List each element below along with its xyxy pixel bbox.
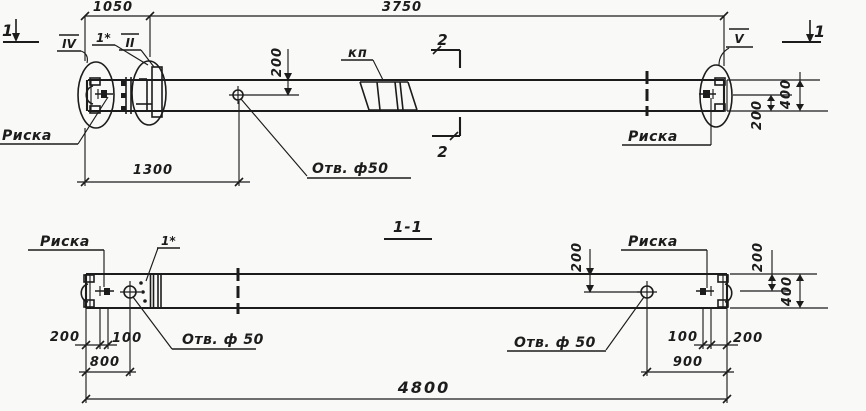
hole-top-view: Отв. ф50 <box>229 86 411 179</box>
detail-mark-v-label: V <box>734 32 745 46</box>
rebar-mark-1star-top: 1* <box>92 31 149 66</box>
column-body-section-view <box>84 268 729 314</box>
dim-1300: 1300 <box>77 101 250 187</box>
dims-right-vertical-section: 200 400 <box>730 242 828 309</box>
riska-label-section-right: Риска <box>621 234 708 288</box>
detail-oval-left-2 <box>131 60 167 126</box>
detail-mark-iv: IV <box>57 34 88 64</box>
riska-top-right-text: Риска <box>628 129 678 145</box>
riska-section-right-text: Риска <box>628 234 678 250</box>
riska-label-section-left: Риска <box>28 234 105 287</box>
detail-mark-ii: II <box>119 33 155 68</box>
section-cut-2-bottom: 2 <box>432 117 462 161</box>
rebar-mark-1star-section-label: 1* <box>161 234 176 248</box>
section-title: 1-1 <box>384 218 432 241</box>
dim-400-right-text: 400 <box>779 79 794 110</box>
dim-1050: 1050 <box>93 0 133 15</box>
dim-3750: 3750 <box>382 0 422 15</box>
detail-oval-right <box>699 64 733 128</box>
riska-section-left-text: Риска <box>40 234 90 250</box>
dim-900-text: 900 <box>673 355 703 370</box>
section-2-label-top: 2 <box>437 31 448 49</box>
hole-label-top: Отв. ф50 <box>312 161 388 177</box>
dim-4800: 4800 <box>81 378 732 404</box>
dim-400-right-text-section: 400 <box>780 276 795 307</box>
dim-200-hole-offset: 200 <box>270 47 292 96</box>
dims-left-section: 200 100 800 <box>50 304 142 403</box>
riska-label-top-left: Риска <box>0 96 109 145</box>
top-view: 1 1 1050 3750 <box>0 0 828 187</box>
left-end-hardware <box>85 66 163 118</box>
dim-100-left-text: 100 <box>112 331 142 346</box>
dim-200-right-text-section: 200 <box>733 331 763 346</box>
column-body-top-view <box>85 71 728 116</box>
dims-right-section: 100 200 900 <box>641 304 763 403</box>
section-cut-1-left: 1 <box>2 19 39 44</box>
section-title-text: 1-1 <box>393 218 423 236</box>
dim-800-text: 800 <box>90 355 120 370</box>
lifting-loop-kp: кп <box>341 46 418 111</box>
rebar-mark-1star-top-label: 1* <box>96 31 111 45</box>
kp-label: кп <box>348 46 368 61</box>
dim-4800-text: 4800 <box>397 378 451 397</box>
dim-top-1050-3750: 1050 3750 <box>80 0 729 66</box>
dim-100-right-text: 100 <box>668 330 698 345</box>
right-end-hardware <box>699 77 726 112</box>
hole-section-right: Отв. ф 50 <box>507 281 657 352</box>
right-end-hardware-section <box>696 274 733 308</box>
section-2-label-bottom: 2 <box>437 143 448 161</box>
detail-mark-v: V <box>718 28 753 66</box>
section-cut-1-right: 1 <box>782 20 827 44</box>
riska-label-top-right: Риска <box>622 98 712 146</box>
detail-mark-iv-label: IV <box>62 37 77 51</box>
hole-label-section-left: Отв. ф 50 <box>182 332 264 348</box>
dim-200-left-text: 200 <box>50 330 80 345</box>
hole-section-left: Отв. ф 50 <box>120 281 264 350</box>
section-view-1-1: 1-1 <box>28 218 828 404</box>
dim-200-top-right-text: 200 <box>751 242 766 272</box>
detail-mark-ii-label: II <box>126 36 135 50</box>
dim-200-mid-section: 200 <box>570 242 641 293</box>
dim-200-hole-text: 200 <box>270 47 285 77</box>
rebar-mark-1star-section: 1* <box>145 234 180 282</box>
dim-200-mid-text: 200 <box>570 242 585 272</box>
dims-right-top-view: 200 400 <box>727 72 828 130</box>
hole-label-section-right: Отв. ф 50 <box>514 335 596 351</box>
dim-1300-text: 1300 <box>133 163 173 178</box>
section-1-label-right: 1 <box>814 22 827 41</box>
section-1-label-left: 1 <box>2 21 15 40</box>
dim-200-right-text: 200 <box>750 100 765 130</box>
section-cut-2-top: 2 <box>431 31 462 68</box>
left-end-hardware-section <box>80 274 162 308</box>
riska-top-left-text: Риска <box>2 128 52 144</box>
detail-oval-left-1 <box>77 61 115 129</box>
